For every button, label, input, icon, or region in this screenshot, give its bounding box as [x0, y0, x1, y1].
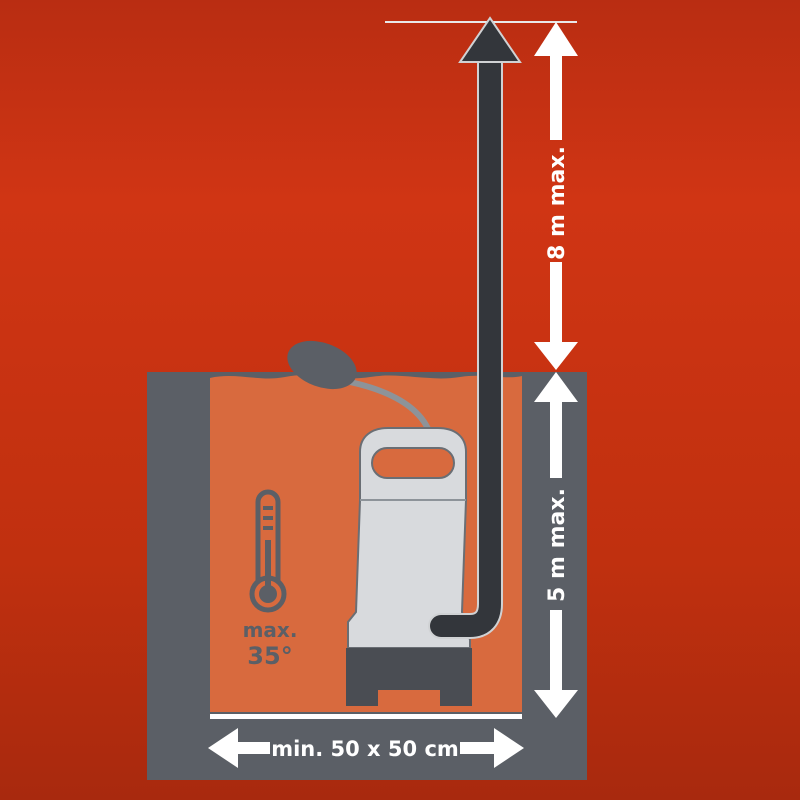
temperature-value-label: 35°	[247, 642, 292, 670]
pump-base-slot	[378, 690, 440, 706]
discharge-height-label: 8 m max.	[545, 146, 570, 260]
shaft-size-label: min. 50 x 50 cm	[271, 737, 459, 761]
discharge-height-arrow	[534, 22, 578, 370]
submersion-depth-label: 5 m max.	[545, 488, 570, 602]
temperature-max-label: max.	[243, 618, 298, 642]
pump-base	[346, 648, 472, 706]
discharge-arrow-head	[458, 16, 522, 63]
float-switch-icon	[287, 340, 357, 390]
submersion-depth-arrow	[534, 372, 578, 718]
pump-handle-opening	[371, 447, 455, 479]
shaft-width-arrow	[208, 728, 524, 768]
thermometer-icon	[249, 489, 287, 613]
shaft-floor-line	[210, 714, 522, 719]
discharge-hose	[428, 16, 522, 639]
submersible-pump-icon	[346, 427, 472, 706]
float-switch-body	[287, 340, 357, 390]
